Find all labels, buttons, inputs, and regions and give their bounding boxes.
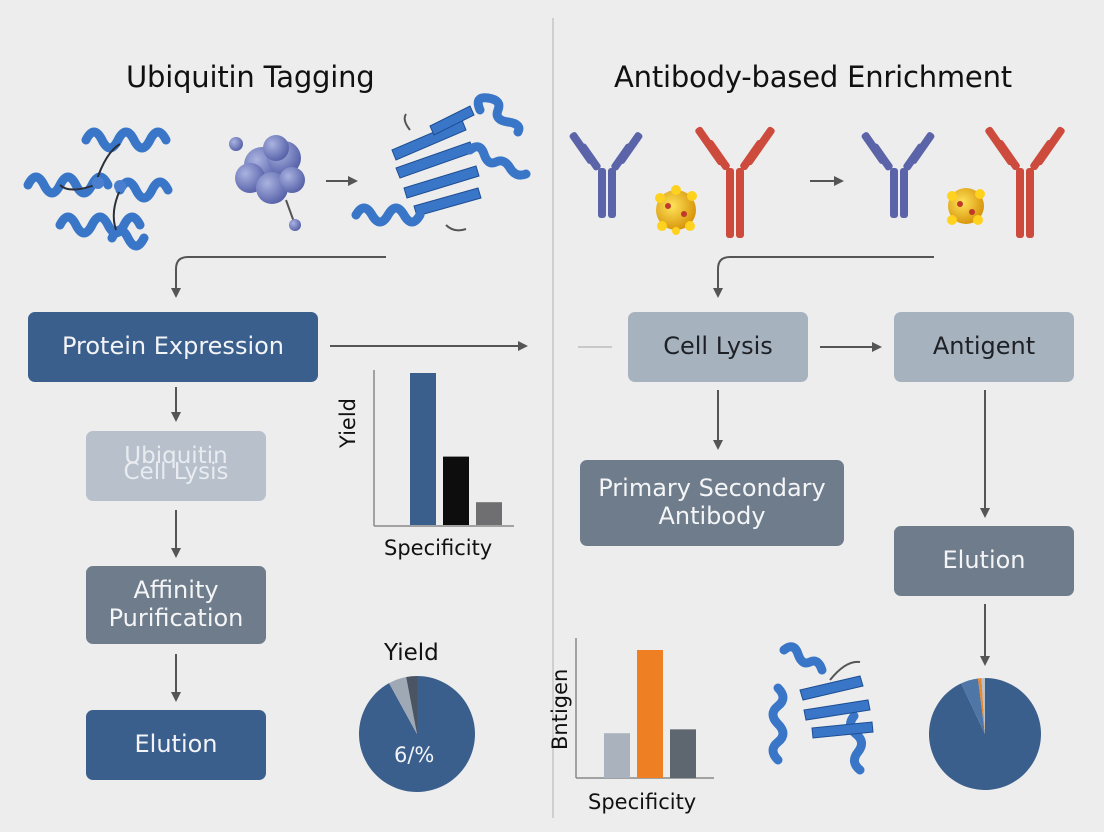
protein-expression-label: Protein Expression: [61, 332, 285, 361]
right-bar-chart: [604, 650, 696, 778]
left-panel-title: Ubiquitin Tagging: [126, 60, 375, 94]
antibody-red-icon: [695, 126, 775, 238]
affinity-label: Affinity: [133, 576, 219, 605]
pie-slice-2: [389, 677, 417, 734]
antibody-blue-2-icon: [861, 132, 935, 218]
right-bar-ylabel: Bntigen: [548, 668, 572, 750]
left-pie-annotation: 6/%: [394, 743, 435, 767]
pie-slice-3: [977, 678, 985, 734]
cell-lysis-overlap-label: Cell Lysis: [123, 459, 229, 485]
left-bar-xlabel: Specificity: [384, 536, 493, 560]
protein-expression-box[interactable]: Protein Expression: [28, 312, 318, 382]
right-pie-chart: [929, 678, 1042, 790]
bar-3: [476, 502, 502, 525]
antigent-box[interactable]: Antigent: [894, 312, 1074, 382]
right-bar-xlabel: Specificity: [588, 790, 697, 814]
primary-secondary-label: Primary Secondary: [598, 474, 826, 503]
antibody-red-2-icon: [985, 126, 1065, 238]
left-bar-axes: [373, 370, 514, 527]
bar-1: [410, 373, 436, 525]
left-elution-box[interactable]: Elution: [86, 710, 266, 780]
purification-label: Purification: [108, 604, 244, 632]
antigent-label: Antigent: [932, 332, 1036, 361]
ubiquitin-cluster-icon: [229, 135, 305, 231]
antigen-2-icon: [947, 188, 985, 225]
left-elution-label: Elution: [134, 730, 218, 759]
pie-slice-4: [981, 678, 985, 734]
left-pie-title: Yield: [384, 640, 439, 666]
primary-secondary-antibody-box[interactable]: Primary Secondary Antibody: [580, 460, 844, 546]
antibody-label: Antibody: [658, 502, 766, 530]
bar-2: [637, 650, 663, 778]
bar-2: [443, 456, 469, 525]
bar-3: [670, 729, 696, 778]
left-bar-chart: [410, 373, 502, 525]
right-elution-label: Elution: [942, 546, 1026, 575]
cell-lysis-box[interactable]: Cell Lysis: [628, 312, 808, 382]
cell-lysis-label: Cell Lysis: [663, 332, 773, 361]
ubiquitin-cell-lysis-box[interactable]: Ubiquitin Cell Lysis: [86, 431, 266, 501]
beta-sheet-protein-icon: [351, 93, 531, 232]
antibody-blue-icon: [569, 132, 643, 218]
right-panel-title: Antibody-based Enrichment: [614, 60, 1012, 94]
panel-divider: [552, 18, 554, 818]
affinity-purification-box[interactable]: Affinity Purification: [86, 566, 266, 644]
helix-protein-icon: [23, 127, 173, 251]
antigen-icon: [655, 185, 697, 235]
pie-slice-3: [406, 676, 417, 734]
pie-slice-1: [929, 678, 1042, 790]
left-pie-chart: [359, 676, 475, 793]
bar-1: [604, 733, 630, 778]
pie-slice-2: [961, 678, 985, 734]
folded-protein-icon: [768, 642, 874, 775]
ubiquitin-overlap-label: Ubiquitin: [124, 443, 228, 469]
left-bar-ylabel: Yield: [336, 398, 360, 448]
right-elution-box[interactable]: Elution: [894, 526, 1074, 596]
